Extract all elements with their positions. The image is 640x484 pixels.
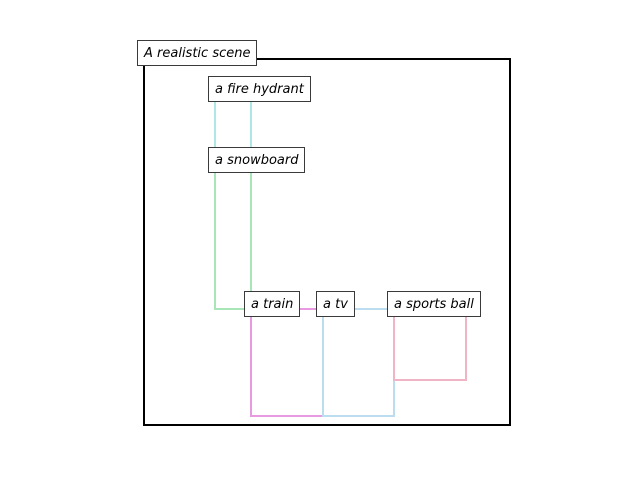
scene-title-label: A realistic scene xyxy=(137,40,258,66)
snowboard-box xyxy=(214,165,252,310)
snowboard-label: a snowboard xyxy=(208,147,306,173)
tv-label: a tv xyxy=(316,291,355,317)
train-label: a train xyxy=(244,291,301,317)
scene-frame xyxy=(143,58,511,426)
train-box xyxy=(250,308,324,417)
tv-box xyxy=(322,308,395,417)
fire-hydrant-box xyxy=(214,93,252,310)
sports-ball-box xyxy=(393,308,467,381)
fire-hydrant-label: a fire hydrant xyxy=(208,76,311,102)
sports-ball-label: a sports ball xyxy=(387,291,481,317)
